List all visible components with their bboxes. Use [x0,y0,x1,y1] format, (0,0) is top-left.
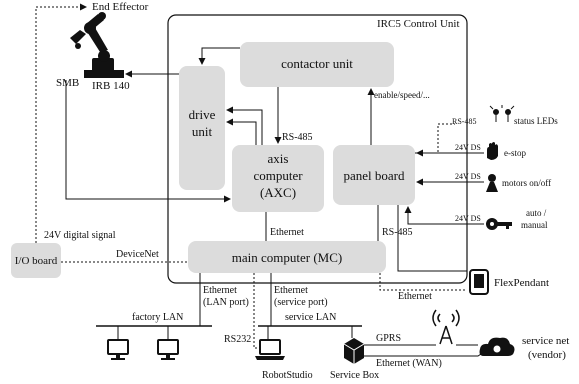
rs485-leds-label: RS-485 [452,117,476,126]
contactor-unit-label: contactor unit [281,56,353,71]
enable-speed-label: enable/speed/... [374,90,430,100]
panel-board-block [333,145,415,205]
rs232-label: RS232 [224,334,251,345]
estop-label: e-stop [504,148,526,158]
eth-service-label-2: (service port) [274,297,328,308]
contactor-unit-block [240,42,394,87]
effector-signal-line [35,3,87,243]
key-hole [490,222,494,226]
service-net-label-2: (vendor) [528,349,566,361]
drive-unit-block [179,66,225,190]
service-net-label-1: service net [522,335,569,347]
rs232-line [253,273,258,349]
factory-lan-label: factory LAN [132,312,183,323]
gprs-label: GPRS [376,333,401,344]
laptop-icon [255,339,285,360]
smb-to-axc-arrow [65,80,231,203]
cloud-icon [479,337,515,356]
pendant-ethernet-line [379,273,467,291]
status-leds-line [415,123,455,154]
devicenet-label: DeviceNet [116,249,159,260]
axis-computer-label-1: axis [268,151,289,166]
monitor-icon [107,339,129,360]
end-effector-label: End Effector [92,1,149,13]
flexpendant-label: FlexPendant [494,277,549,289]
robot-arm-icon [70,12,124,78]
antenna-icon [432,309,460,345]
hand-icon [487,142,498,160]
smb-label: SMB [56,77,79,89]
service-box-icon [343,338,365,364]
led-icon [489,105,515,122]
robot-model-label: IRB 140 [92,80,130,92]
auto-label: auto / [526,208,547,218]
axis-computer-block [232,145,324,212]
contactor-to-drive-arrow [198,47,240,65]
button-icon [486,174,498,192]
robotstudio-label: RobotStudio [262,370,313,381]
eth-lan-port-label-1: Ethernet [203,285,237,296]
irc5-frame [167,14,468,284]
rs485-panel-label: RS-485 [382,227,413,238]
estop-signal-label: 24V DS [455,143,481,152]
io-board-label: I/O board [15,255,58,267]
auto-manual-signal-label: 24V DS [455,214,481,223]
axis-computer-label-3: (AXC) [260,185,296,200]
status-leds-label: status LEDs [514,116,558,126]
flexpendant-icon [469,269,489,295]
service-lan-label: service LAN [285,312,336,323]
drive-unit-label-1: drive [189,107,216,122]
main-computer-block [188,241,386,273]
irc5-title: IRC5 Control Unit [377,18,460,30]
ethernet-pendant-label: Ethernet [398,291,432,302]
digital-signal-label: 24V digital signal [44,230,116,241]
io-board-block [11,243,61,278]
axc-to-drive-arrow-2 [226,118,257,145]
ethernet-axc-label: Ethernet [270,227,304,238]
drive-unit-label-2: unit [192,124,213,139]
auto-manual-line [404,206,484,225]
monitor-icon [157,339,179,360]
key-icon [486,218,512,230]
axis-computer-label-2: computer [253,168,303,183]
manual-label: manual [521,220,548,230]
pendant-cable-line [397,205,467,272]
wan-line [364,351,485,357]
panel-board-label: panel board [343,168,405,183]
flexpendant-screen [474,274,484,288]
motors-signal-label: 24V DS [455,172,481,181]
service-box-label: Service Box [330,370,379,381]
main-computer-label: main computer (MC) [232,250,342,265]
eth-lan-port-label-2: (LAN port) [203,297,249,308]
axc-to-drive-arrow-1 [226,106,263,145]
motors-label: motors on/off [502,178,551,188]
eth-wan-label: Ethernet (WAN) [376,358,442,369]
eth-service-label-1: Ethernet [274,285,308,296]
rs485-drive-label: RS-485 [282,132,313,143]
